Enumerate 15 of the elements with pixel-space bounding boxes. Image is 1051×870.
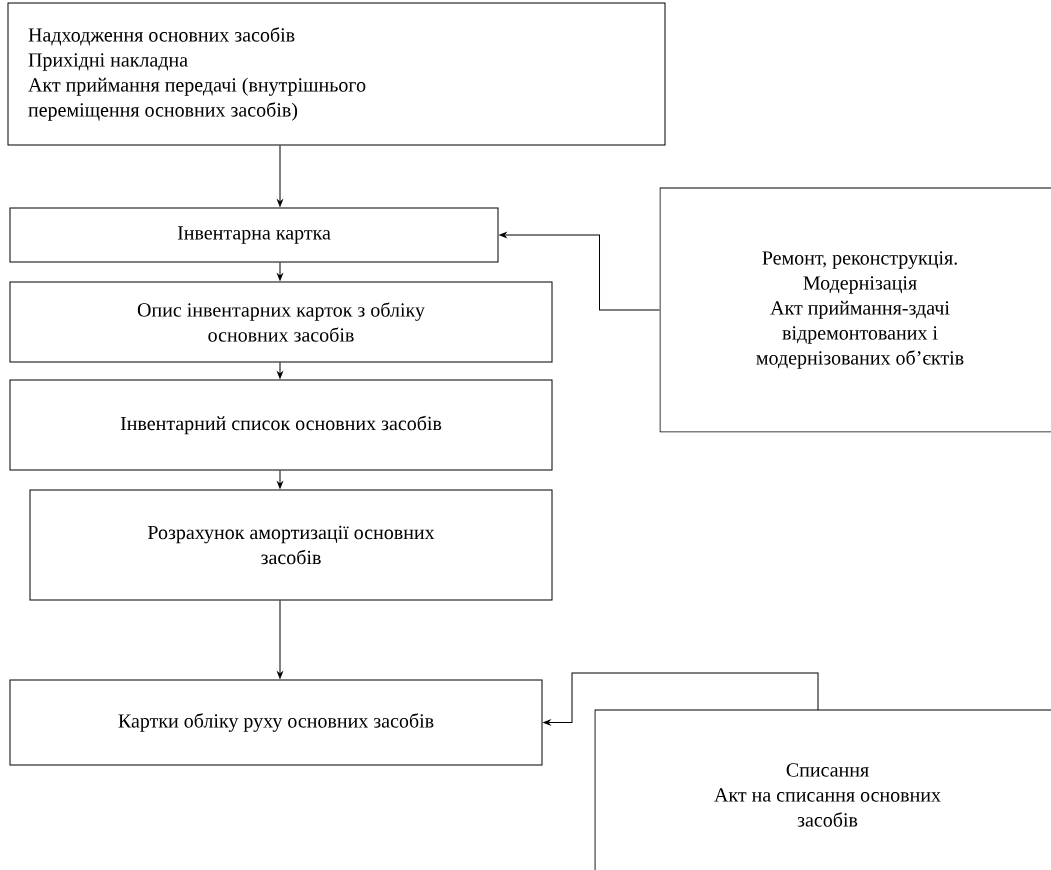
process-box: Інвентарний список основних засобів	[9, 379, 553, 471]
process-box: Ремонт, реконструкція. Модернізація Акт приймання-здачі відремонтованих і модернізованих об’єктів	[659, 187, 1051, 433]
process-box: Картки обліку руху основних засобів	[9, 679, 543, 766]
process-box: Розрахунок амортизації основних засобів	[29, 489, 553, 601]
arrow	[543, 672, 819, 726]
arrow	[277, 600, 283, 679]
process-box: Надходження основних засобів Прихідні накладна Акт приймання передачі (внутрішнього переміщення основних засобів)	[7, 2, 666, 146]
arrow	[277, 470, 283, 489]
process-box: Інвентарна картка	[9, 207, 499, 263]
process-box: Опис інвентарних карток з обліку основних засобів	[9, 281, 553, 363]
process-box: Списання Акт на списання основних засобів	[594, 709, 1051, 870]
arrow	[277, 362, 283, 379]
arrow	[277, 262, 283, 281]
arrow	[499, 232, 660, 311]
arrow	[277, 145, 283, 207]
